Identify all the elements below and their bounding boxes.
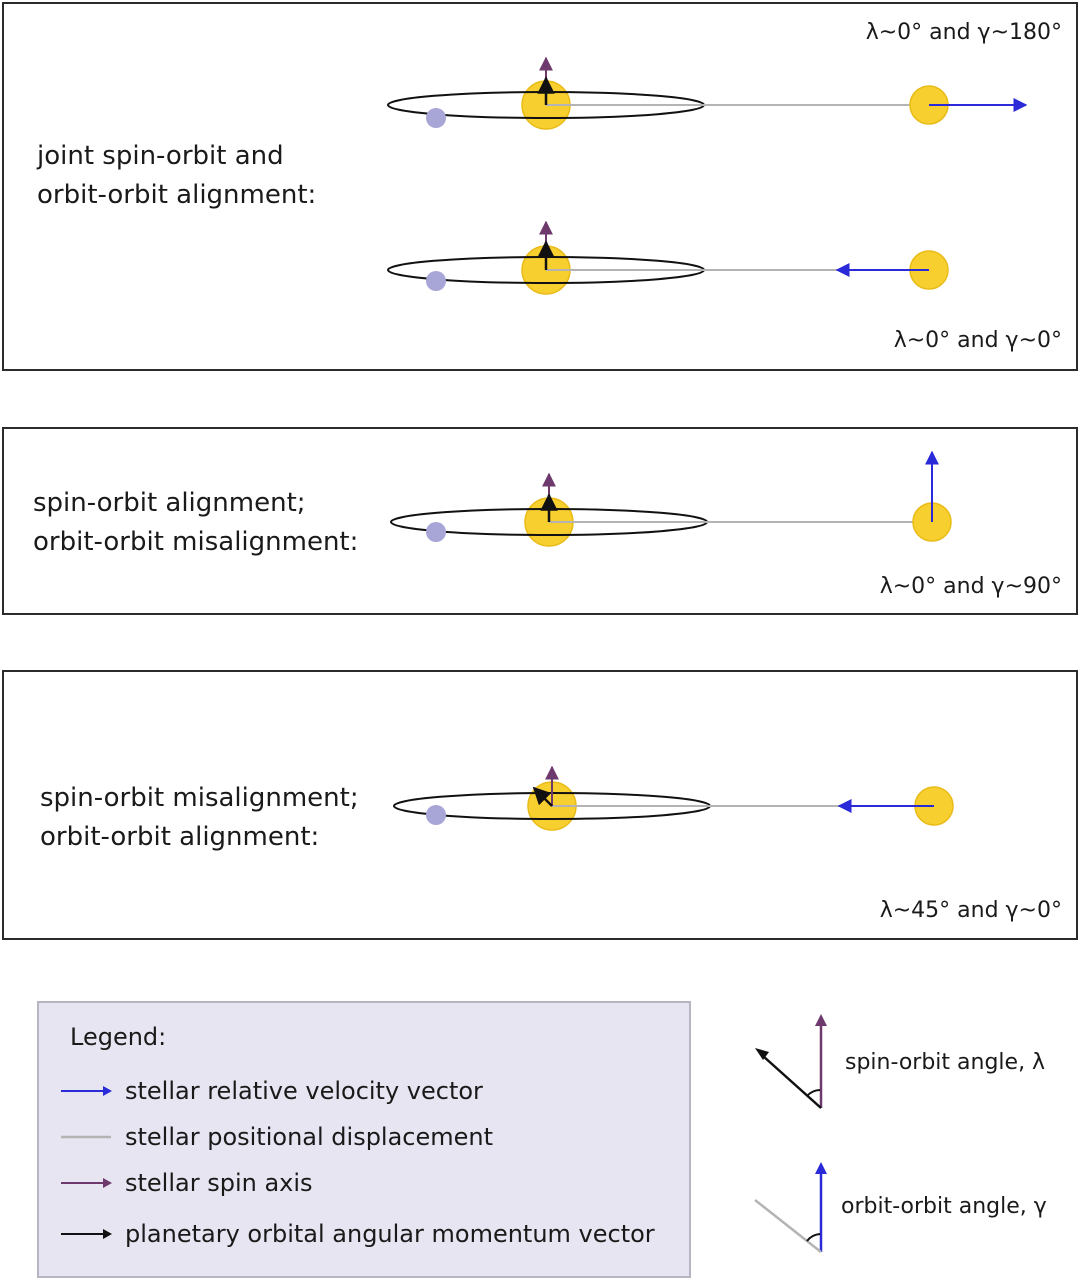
panel-label-line: spin-orbit alignment;	[33, 488, 306, 518]
legend-item-spin: stellar spin axis	[59, 1167, 313, 1199]
panel-label: spin-orbit alignment; orbit-orbit misali…	[33, 484, 358, 562]
binary-system	[390, 450, 952, 547]
panel-label: joint spin-orbit and orbit-orbit alignme…	[37, 137, 316, 215]
panel-spin-misalignment-diagram	[393, 765, 954, 831]
legend-item-displacement: stellar positional displacement	[59, 1121, 493, 1153]
purple-arrow-icon	[61, 1178, 112, 1188]
blue-arrow-icon	[61, 1086, 112, 1096]
binary-system-b	[387, 220, 949, 295]
planet	[426, 522, 446, 542]
panel-joint-alignment-diagram	[387, 56, 1028, 295]
legend-item-label: stellar positional displacement	[125, 1123, 494, 1151]
panel-orbit-misalignment-diagram	[390, 450, 952, 547]
legend-item-velocity: stellar relative velocity vector	[59, 1075, 483, 1107]
angle-annotation: λ~0° and γ~180°	[865, 20, 1062, 45]
planet	[426, 271, 446, 291]
planet	[426, 108, 446, 128]
angle-annotation: λ~45° and γ~0°	[879, 898, 1062, 923]
black-arrow-icon	[61, 1229, 112, 1239]
panel-label-line: spin-orbit misalignment;	[40, 783, 359, 813]
legend-item-label: planetary orbital angular momentum vecto…	[125, 1220, 655, 1248]
panel-label-line: orbit-orbit alignment:	[40, 822, 320, 852]
angle-annotation: λ~0° and γ~90°	[879, 574, 1062, 599]
binary-system-a	[387, 56, 1028, 130]
spin-orbit-angle-icon	[755, 1014, 827, 1109]
legend-title: Legend:	[70, 1023, 167, 1051]
panel-label-line: orbit-orbit misalignment:	[33, 527, 359, 557]
legend-item-momentum: planetary orbital angular momentum vecto…	[59, 1218, 655, 1250]
panel-orbit-misalignment: spin-orbit alignment; orbit-orbit misali…	[2, 427, 1078, 615]
angle-annotation: λ~0° and γ~0°	[893, 328, 1062, 353]
panel-label-line: joint spin-orbit and	[37, 141, 284, 171]
panel-label: spin-orbit misalignment; orbit-orbit ali…	[40, 779, 359, 857]
panel-joint-alignment: joint spin-orbit and orbit-orbit alignme…	[2, 2, 1078, 371]
spin-orbit-angle-label: spin-orbit angle, λ	[845, 1050, 1046, 1075]
planet	[426, 805, 446, 825]
legend-item-label: stellar relative velocity vector	[125, 1077, 483, 1105]
legend-item-label: stellar spin axis	[125, 1169, 313, 1197]
legend: Legend: stellar relative velocity vector…	[37, 1001, 691, 1278]
gray-line-icon	[61, 1135, 111, 1139]
orbit-orbit-angle-label: orbit-orbit angle, γ	[841, 1194, 1047, 1219]
panel-label-line: orbit-orbit alignment:	[37, 180, 317, 210]
orbit-orbit-angle-icon	[754, 1162, 827, 1253]
angular-momentum-vector	[532, 786, 553, 807]
panel-spin-misalignment: spin-orbit misalignment; orbit-orbit ali…	[2, 670, 1078, 940]
binary-system	[393, 765, 954, 831]
